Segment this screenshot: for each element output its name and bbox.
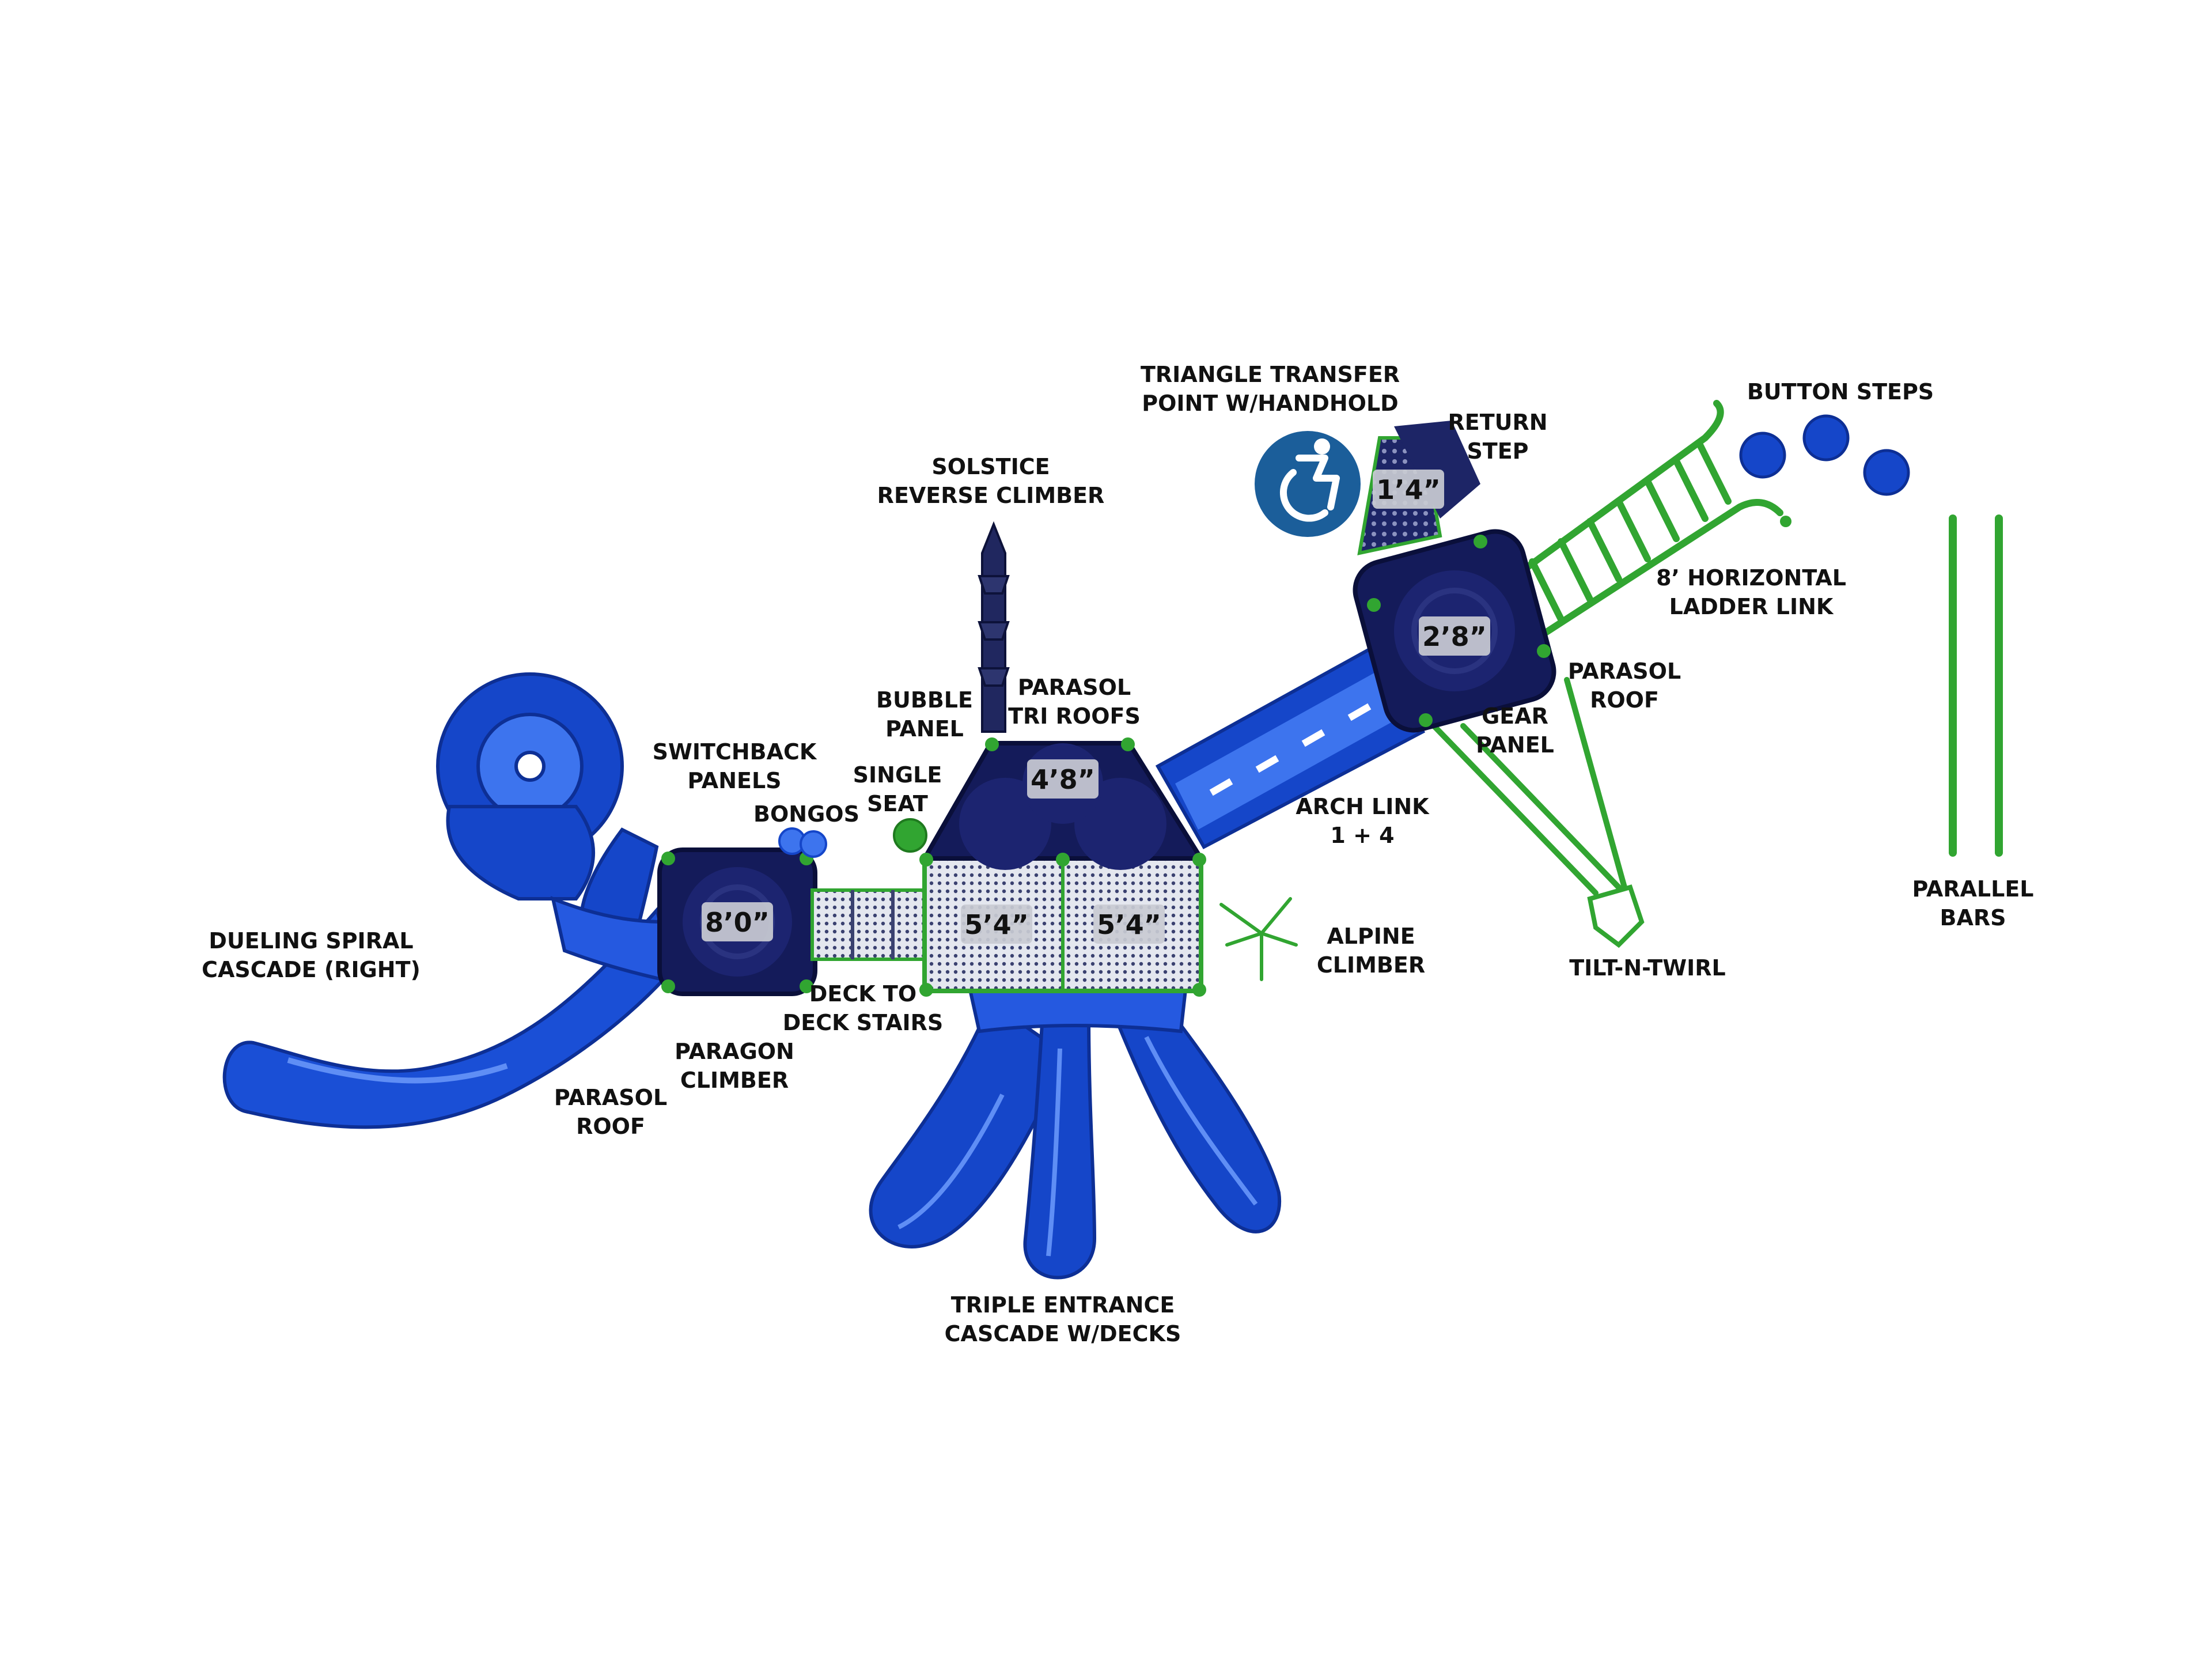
label-bubble-panel: BUBBLE PANEL [876, 687, 973, 741]
bongos [778, 827, 827, 858]
deck-to-deck-stairs [810, 888, 935, 961]
arch-link [1155, 642, 1426, 850]
deck-height-right: 2’8” [1422, 621, 1487, 652]
label-paragon-climber: PARAGON CLIMBER [675, 1039, 794, 1093]
deck-height-center-left: 5’4” [964, 909, 1029, 940]
label-single-seat: SINGLE SEAT [853, 762, 942, 816]
deck-height-top: 4’8” [1031, 764, 1095, 795]
label-triangle-transfer: TRIANGLE TRANSFER POINT W/HANDHOLD [1140, 362, 1400, 416]
tilt-n-twirl [1420, 677, 1645, 948]
parallel-bars [1949, 514, 2003, 857]
label-parasol-roof-right: PARASOL ROOF [1567, 659, 1681, 713]
solstice-reverse-climber [978, 521, 1010, 733]
deck-height-center-right: 5’4” [1097, 909, 1161, 940]
alpine-climber [1219, 897, 1298, 981]
deck-height-markers: 8’0” 4’8” 5’4” 5’4” 2’8” 1’4” [702, 470, 1490, 944]
label-button-steps: BUTTON STEPS [1747, 379, 1934, 404]
single-seat [893, 818, 927, 853]
label-gear-panel: GEAR PANEL [1476, 703, 1554, 758]
label-bongos: BONGOS [753, 801, 859, 827]
label-dueling-spiral: DUELING SPIRAL CASCADE (RIGHT) [202, 928, 421, 982]
label-horizontal-ladder: 8’ HORIZONTAL LADDER LINK [1656, 565, 1846, 619]
label-alpine-climber: ALPINE CLIMBER [1316, 924, 1426, 978]
horizontal-ladder-link [1512, 400, 1791, 637]
dueling-spiral-cascade [222, 672, 676, 1129]
label-parallel-bars: PARALLEL BARS [1912, 876, 2034, 930]
label-deck-stairs: DECK TO DECK STAIRS [782, 981, 944, 1035]
label-parasol-roof-left: PARASOL ROOF [554, 1085, 668, 1139]
deck-height-left: 8’0” [705, 907, 770, 938]
label-tilt-n-twirl: TILT-N-TWIRL [1569, 955, 1726, 981]
label-return-step: RETURN STEP [1448, 410, 1548, 464]
label-parasol-tri-roofs: PARASOL TRI ROOFS [1008, 675, 1141, 729]
frame-posts [661, 535, 1551, 997]
label-arch-link: ARCH LINK 1 + 4 [1296, 794, 1429, 848]
label-solstice-climber: SOLSTICE REVERSE CLIMBER [877, 454, 1105, 508]
button-steps [1739, 414, 1910, 496]
label-triple-cascade: TRIPLE ENTRANCE CASCADE W/DECKS [944, 1292, 1181, 1346]
wheelchair-accessibility-icon [1255, 431, 1361, 537]
label-switchback-panels: SWITCHBACK PANELS [652, 739, 817, 793]
deck-top-tri-roofs [921, 741, 1206, 870]
deck-height-transfer: 1’4” [1376, 474, 1441, 505]
